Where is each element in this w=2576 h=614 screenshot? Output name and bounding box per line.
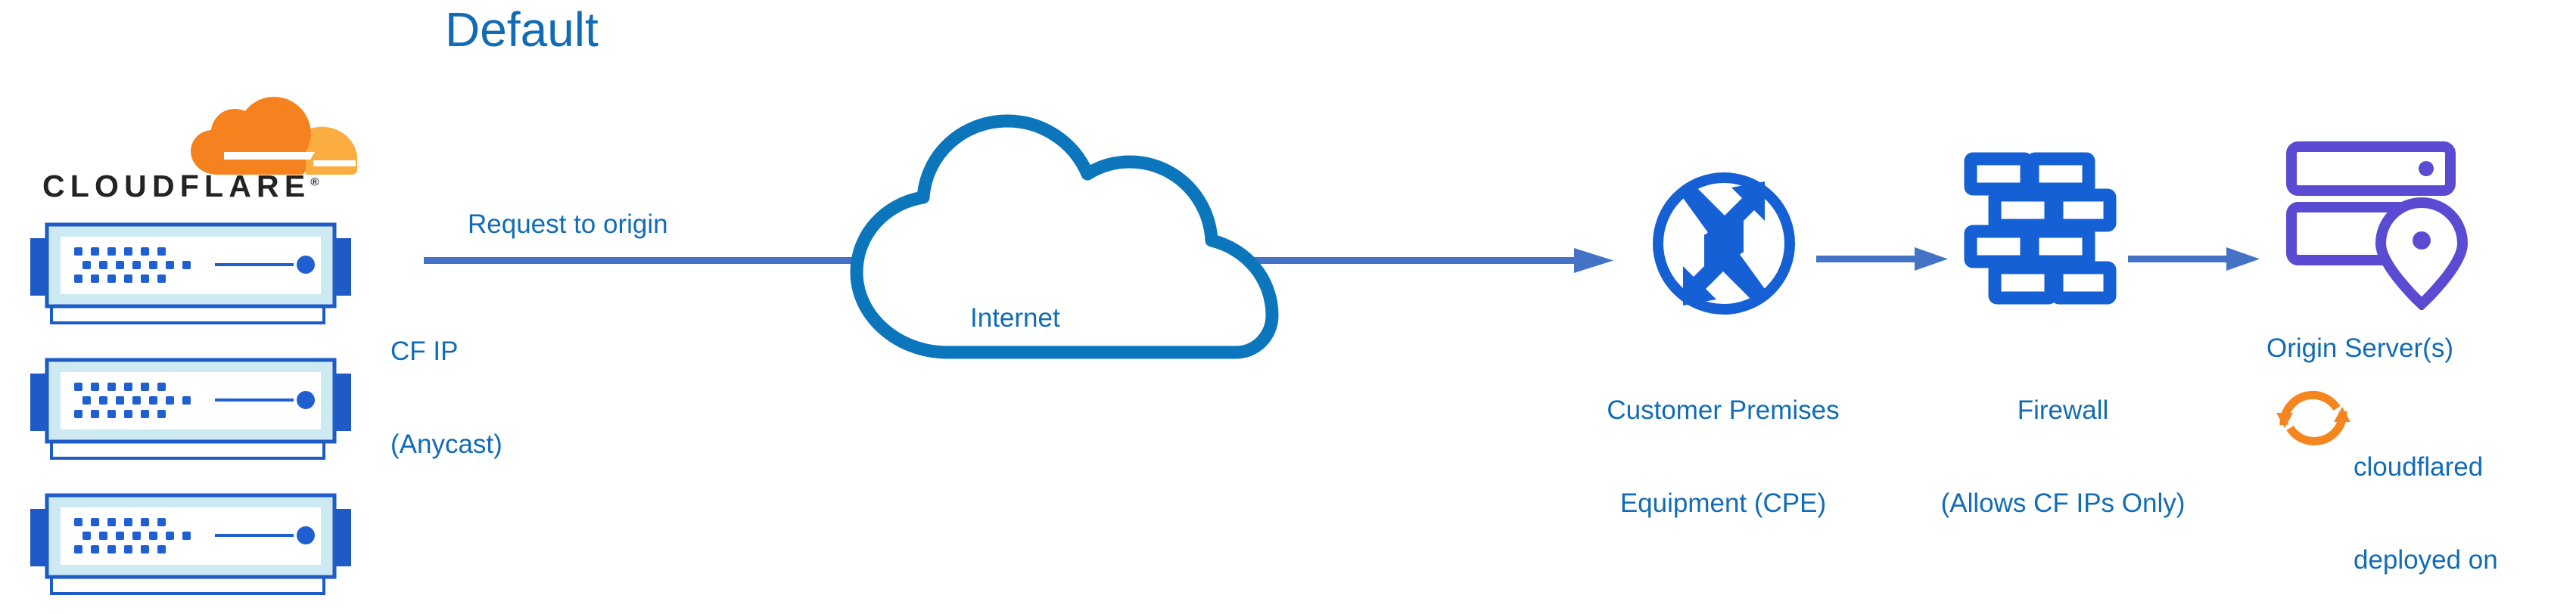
cpe-line2: Equipment (CPE) (1619, 488, 1827, 518)
status-line (215, 398, 294, 402)
cloudflare-logo: CLOUDFLARE® (42, 97, 360, 203)
firewall-line2: (Allows CF IPs Only) (1940, 488, 2186, 518)
server-stack-pin-icon (2286, 141, 2469, 310)
annotation-cloudflared: cloudflared deployed on servers (2354, 389, 2498, 614)
brick-wall-icon (1964, 152, 2117, 305)
trademark-symbol: ® (310, 175, 319, 189)
cloudflare-wordmark: CLOUDFLARE® (42, 169, 319, 204)
status-line (215, 263, 294, 266)
cloudflare-cloud-icon (191, 97, 357, 175)
server-unit-top (2286, 141, 2456, 196)
cf-ip-line1: CF IP (390, 336, 459, 366)
router-icon (1653, 172, 1795, 315)
node-label-cpe: Customer Premises Equipment (CPE) (1560, 333, 1886, 581)
page-title: Default (445, 2, 599, 57)
network-switch-3 (24, 486, 357, 600)
cloudflared-line1: cloudflared (2354, 452, 2484, 482)
location-pin-icon (2375, 197, 2469, 310)
network-switch-icon (30, 358, 351, 460)
network-switch-1 (24, 216, 357, 329)
status-led-icon (297, 526, 315, 544)
firewall-line1: Firewall (2017, 395, 2109, 425)
wordmark-text: CLOUDFLARE (42, 169, 311, 203)
edge-label-request-to-origin: Request to origin (468, 209, 668, 239)
port-dot-grid (74, 383, 191, 418)
network-switch-2 (24, 351, 357, 464)
cloudflared-line2: deployed on (2354, 545, 2498, 575)
status-led-icon (297, 391, 315, 409)
node-label-internet: Internet (970, 303, 1060, 333)
sync-arrows-icon (2276, 390, 2350, 446)
port-dot-grid (74, 518, 191, 554)
server-unit-bottom (2286, 202, 2406, 265)
arrow-firewall-to-origin (2128, 247, 2260, 271)
node-label-firewall: Firewall (Allows CF IPs Only) (1901, 333, 2225, 581)
network-switch-icon (30, 493, 351, 595)
edge-label-cf-ip: CF IP (Anycast) (390, 274, 502, 522)
cpe-line1: Customer Premises (1607, 395, 1840, 425)
cf-ip-line2: (Anycast) (390, 429, 502, 459)
arrow-cpe-to-firewall (1816, 247, 1948, 271)
port-dot-grid (74, 247, 191, 283)
internet-cloud-icon (850, 114, 1279, 359)
network-switch-icon (30, 222, 351, 324)
node-label-origin-server: Origin Server(s) (2266, 333, 2453, 363)
status-line (215, 534, 294, 537)
status-led-icon (297, 256, 315, 274)
